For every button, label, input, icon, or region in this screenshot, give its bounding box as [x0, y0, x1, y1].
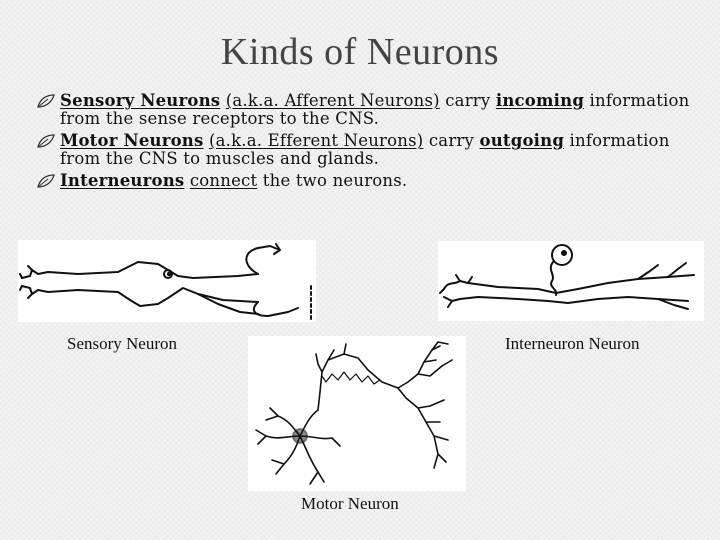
- sensory-rest: information from the sense receptors to …: [60, 91, 690, 128]
- bullet-list: Sensory Neurons (a.k.a. Afferent Neurons…: [36, 92, 696, 194]
- motor-caption: Motor Neuron: [301, 494, 399, 513]
- interneuron-keyword: connect: [189, 171, 258, 190]
- motor-neuron-image: [248, 336, 466, 491]
- leaf-bullet-icon: [37, 134, 55, 148]
- interneuron-rest: the two neurons.: [262, 171, 408, 190]
- bullet-interneuron: Interneurons connect the two neurons.: [36, 172, 696, 190]
- bullet-motor: Motor Neurons (a.k.a. Efferent Neurons) …: [36, 132, 696, 168]
- motor-alias: (a.k.a. Efferent Neurons): [208, 131, 424, 150]
- sensory-neuron-image: [18, 240, 316, 322]
- sensory-caption: Sensory Neuron: [67, 334, 178, 353]
- sensory-verb: carry: [445, 91, 491, 110]
- leaf-bullet-icon: [37, 174, 55, 188]
- interneuron-caption: Interneuron Neuron: [505, 334, 640, 353]
- leaf-bullet-icon: [37, 94, 55, 108]
- motor-keyword: outgoing: [479, 131, 565, 150]
- motor-rest: information from the CNS to muscles and …: [60, 131, 670, 168]
- motor-term: Motor Neurons: [60, 131, 204, 150]
- interneuron-image: [438, 241, 704, 321]
- bullet-sensory: Sensory Neurons (a.k.a. Afferent Neurons…: [36, 92, 696, 128]
- motor-verb: carry: [428, 131, 475, 150]
- sensory-alias: (a.k.a. Afferent Neurons): [225, 91, 440, 110]
- sensory-term: Sensory Neurons: [60, 91, 221, 110]
- interneuron-term: Interneurons: [60, 171, 185, 190]
- sensory-keyword: incoming: [495, 91, 585, 110]
- slide-title: Kinds of Neurons: [220, 31, 500, 73]
